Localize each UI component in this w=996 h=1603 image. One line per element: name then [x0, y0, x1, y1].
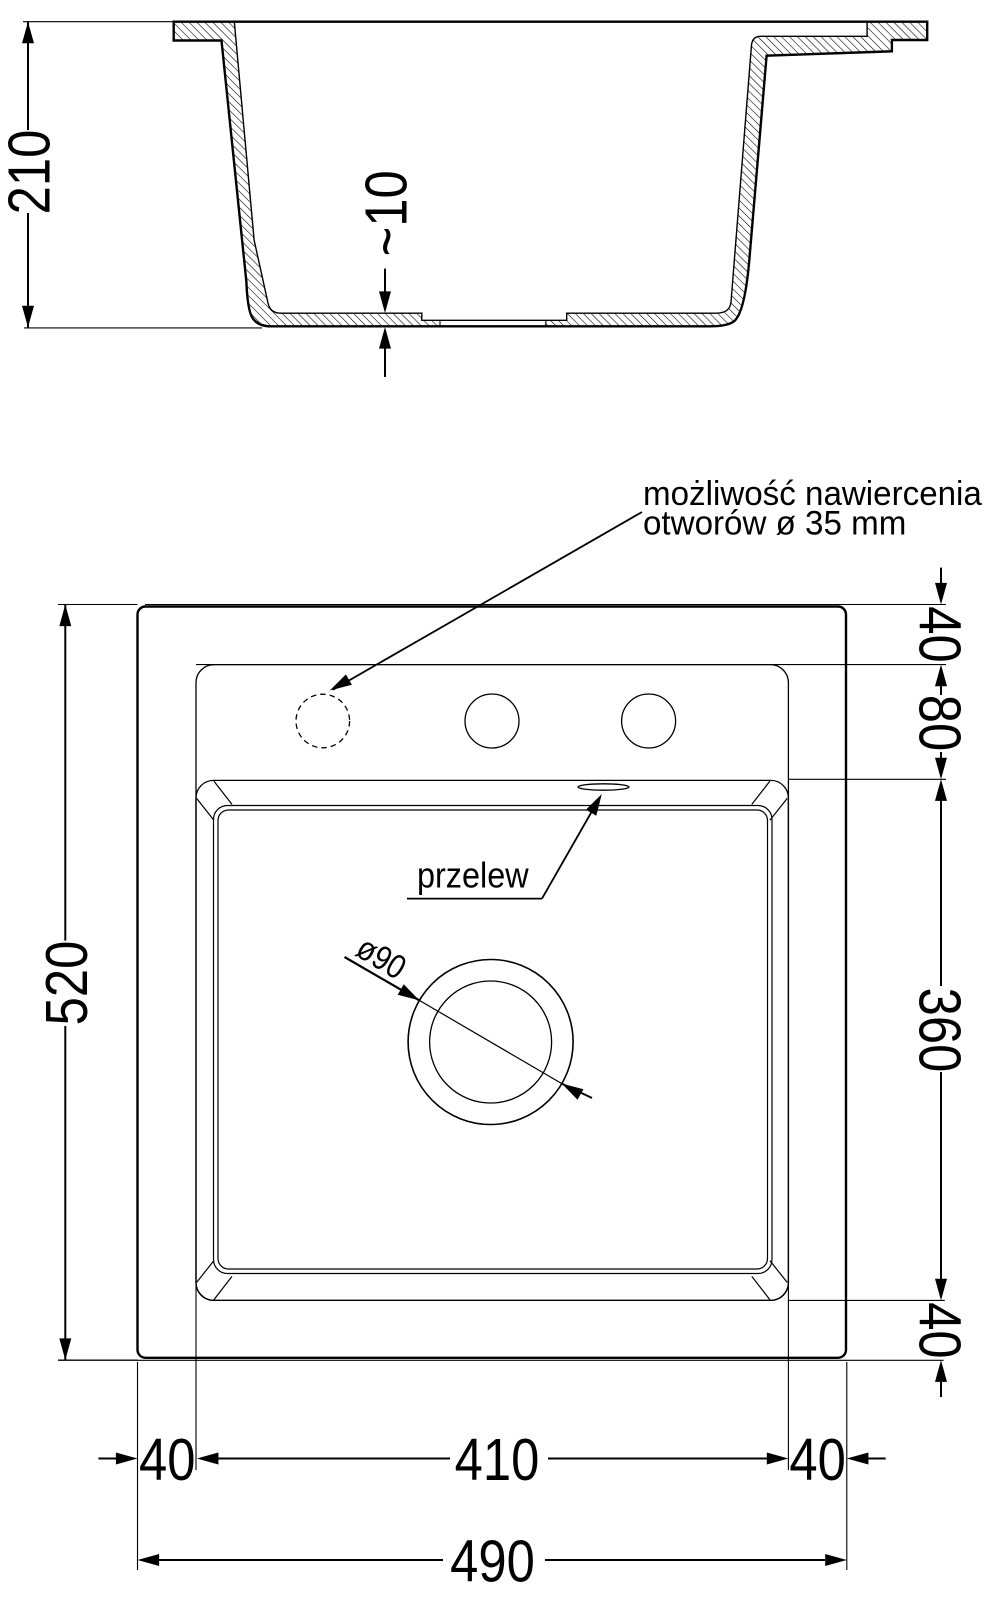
svg-text:~10: ~10 — [353, 170, 419, 256]
svg-text:40: 40 — [907, 606, 973, 662]
svg-text:40: 40 — [907, 1302, 973, 1358]
svg-text:210: 210 — [0, 130, 62, 215]
svg-text:40: 40 — [139, 1426, 195, 1492]
svg-text:otworów ø 35 mm: otworów ø 35 mm — [643, 505, 906, 542]
svg-text:360: 360 — [907, 988, 973, 1073]
svg-text:520: 520 — [33, 941, 99, 1026]
svg-text:40: 40 — [789, 1426, 845, 1492]
svg-text:410: 410 — [455, 1426, 540, 1492]
svg-text:przelew: przelew — [417, 856, 529, 896]
svg-text:80: 80 — [907, 695, 973, 751]
svg-text:możliwość nawiercenia: możliwość nawiercenia — [643, 476, 982, 513]
svg-text:490: 490 — [450, 1528, 535, 1594]
